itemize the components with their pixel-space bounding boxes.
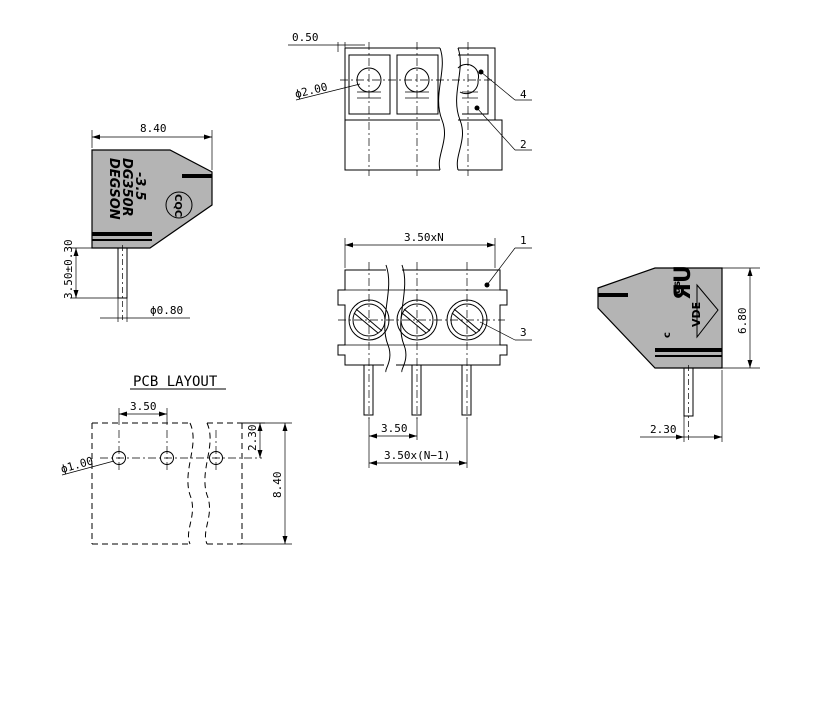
dim-front-span: 3.50x(N−1) <box>384 449 450 462</box>
pcb-layout: PCB LAYOUT 3.50 2.30 <box>59 374 292 545</box>
ul-c-text: c <box>662 332 673 338</box>
side-view-right: VDE ЯU c us 6.80 2.30 <box>597 265 760 442</box>
ul-mark-icon: ЯU <box>671 265 696 300</box>
ul-us-text: us <box>672 281 683 294</box>
dim-pcb-height: 8.40 <box>271 472 284 499</box>
suffix-marking: -3.5 <box>132 172 147 200</box>
cqc-text: CQC <box>172 194 183 217</box>
callout-3: 3 <box>520 326 527 339</box>
front-pin <box>461 364 472 416</box>
dim-front-pitch: 3.50 <box>381 422 408 435</box>
dim-side-width: 8.40 <box>140 122 167 135</box>
cqc-mark <box>165 191 193 219</box>
vde-mark <box>696 283 719 339</box>
brand-marking: DEGSON <box>106 158 121 220</box>
pcb-layout-title: PCB LAYOUT <box>133 374 218 390</box>
front-view: 3.50xN 3.50 3.50x(N−1) 1 3 <box>337 231 532 468</box>
dim-pcb-pitch: 3.50 <box>130 400 157 413</box>
dim-pin-diameter: ϕ0.80 <box>150 304 183 317</box>
dim-right-height: 6.80 <box>736 308 749 335</box>
callout-1: 1 <box>520 234 527 247</box>
front-pin <box>411 364 422 416</box>
dim-pin-length: 3.50±0.30 <box>62 239 75 299</box>
front-pin <box>363 364 374 416</box>
dim-pcb-hole: ϕ1.00 <box>59 454 94 476</box>
model-marking: DG350R <box>119 158 134 217</box>
callout-4: 4 <box>520 88 527 101</box>
dim-hole-diameter: ϕ2.00 <box>294 80 329 101</box>
dim-top-offset: 0.50 <box>292 31 319 44</box>
dim-pcb-edge: 2.30 <box>246 425 259 452</box>
side-view-left: DEGSON DG350R -3.5 CQC 8.40 3.50±0.30 ϕ0… <box>62 122 213 322</box>
dim-front-length: 3.50xN <box>404 231 444 244</box>
vde-text: VDE <box>690 302 703 327</box>
callout-2: 2 <box>520 138 527 151</box>
dim-right-pin-offset: 2.30 <box>650 423 677 436</box>
top-view: 0.50 ϕ2.00 4 2 <box>288 31 532 176</box>
